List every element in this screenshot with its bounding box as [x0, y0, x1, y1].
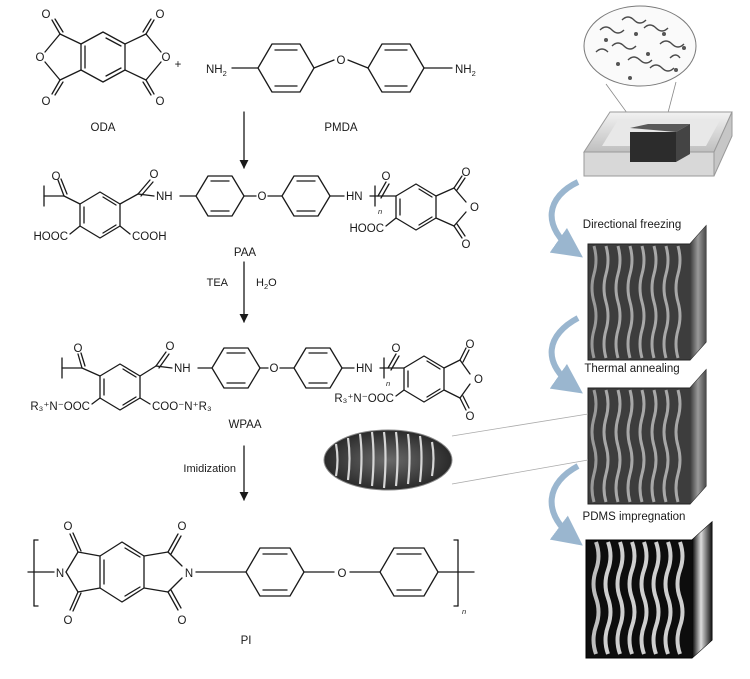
atom-hn: HN	[356, 363, 373, 375]
process-step-pdms-impregnation: PDMS impregnation	[583, 511, 686, 523]
reagent-imidization: Imidization	[183, 463, 236, 475]
atom-o: O	[466, 339, 475, 351]
atom-o: O	[462, 239, 471, 251]
atom-o: O	[382, 171, 391, 183]
atom-o: O	[474, 374, 483, 386]
group-cooh: COOH	[132, 231, 167, 243]
amine-right: NH2	[455, 64, 476, 78]
atom-o: O	[466, 411, 475, 423]
suspension-inset	[583, 5, 697, 129]
atom-o: O	[337, 55, 346, 67]
label-pi: PI	[241, 635, 252, 647]
atom-o: O	[392, 343, 401, 355]
structure-paa	[43, 175, 467, 239]
atom-o: O	[74, 343, 83, 355]
atom-o: O	[462, 167, 471, 179]
reagent-tea: TEA	[207, 277, 229, 289]
structure-pi	[27, 532, 475, 612]
group-salt-left: R₃⁺N⁻OOC	[30, 401, 90, 413]
amine-left: NH2	[206, 64, 227, 78]
repeat-n: n	[378, 207, 382, 216]
label-pmda: PMDA	[324, 122, 358, 134]
process-arrow-2	[548, 315, 583, 394]
atom-o: O	[36, 52, 45, 64]
label-paa: PAA	[234, 247, 256, 259]
group-salt-right: COO⁻N⁺R₃	[152, 401, 212, 413]
process-step-thermal-annealing: Thermal annealing	[584, 363, 679, 375]
composite-scaffold	[585, 520, 713, 659]
atom-n: N	[56, 568, 64, 580]
sem-inset	[323, 413, 589, 491]
monomer-dianhydride	[44, 18, 162, 96]
group-salt-end: R₃⁺N⁻OOC	[334, 393, 394, 405]
atom-o: O	[150, 169, 159, 181]
atom-nh: NH	[174, 363, 191, 375]
repeat-n: n	[462, 607, 466, 616]
atom-o: O	[64, 521, 73, 533]
reagent-water: H2O	[256, 277, 277, 291]
label-oda: ODA	[91, 122, 116, 134]
structure-wpaa	[61, 347, 471, 411]
atom-o: O	[258, 191, 267, 203]
process-arrow-3	[548, 463, 583, 546]
process-step-directional-freezing: Directional freezing	[583, 219, 681, 231]
atom-o: O	[470, 202, 479, 214]
atom-o: O	[64, 615, 73, 627]
label-wpaa: WPAA	[228, 419, 261, 431]
atom-o: O	[178, 521, 187, 533]
aerogel-scaffold-2	[587, 368, 707, 505]
atom-n: N	[185, 568, 193, 580]
atom-o: O	[156, 9, 165, 21]
plus-sign: +	[175, 59, 182, 71]
group-hooc: HOOC	[350, 223, 385, 235]
atom-o: O	[270, 363, 279, 375]
atom-o: O	[156, 96, 165, 108]
atom-o: O	[166, 341, 175, 353]
freezing-tray	[583, 111, 733, 177]
process-arrow-1	[548, 179, 583, 258]
atom-o: O	[42, 96, 51, 108]
monomer-diamine	[231, 43, 453, 93]
atom-o: O	[162, 52, 171, 64]
atom-hn: HN	[346, 191, 363, 203]
repeat-n: n	[386, 379, 390, 388]
group-hooc: HOOC	[34, 231, 69, 243]
atom-o: O	[42, 9, 51, 21]
atom-o: O	[178, 615, 187, 627]
atom-o: O	[52, 171, 61, 183]
atom-o: O	[338, 568, 347, 580]
atom-nh: NH	[156, 191, 173, 203]
aerogel-scaffold-1	[587, 224, 707, 361]
